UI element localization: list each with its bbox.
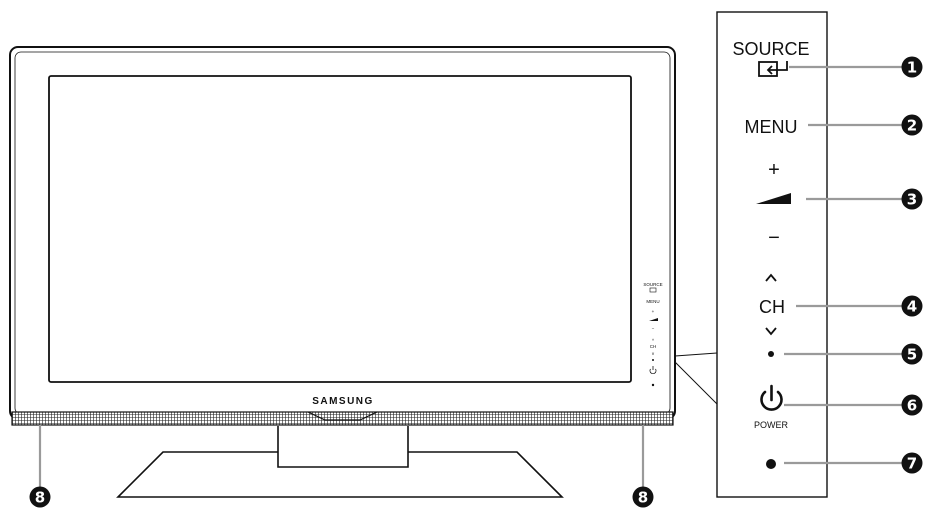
mini-menu-label: MENU [646, 299, 659, 304]
callout-5-number: 5 [907, 346, 917, 364]
mini-power-icon [649, 366, 657, 374]
callout-6: 6 [901, 394, 923, 416]
remote-sensor-dot [768, 351, 774, 357]
callout-7-number: 7 [907, 455, 917, 473]
callout-4: 4 [901, 295, 923, 317]
source-input-icon [758, 61, 788, 77]
callout-8-right: 8 [632, 486, 654, 508]
mini-source-label: SOURCE [643, 282, 662, 287]
power-indicator-led [766, 459, 776, 469]
chevron-down-icon [765, 327, 777, 336]
chevron-up-icon [765, 273, 777, 282]
callout-5: 5 [901, 343, 923, 365]
callout-1: 1 [901, 56, 923, 78]
mini-volume-icon [649, 318, 658, 321]
speaker-grille [11, 411, 674, 426]
callout-1-number: 1 [907, 59, 917, 77]
tv-stand [116, 426, 564, 498]
callout-2: 2 [901, 114, 923, 136]
mini-sensor-dot [652, 359, 654, 361]
callout-8-left: 8 [29, 486, 51, 508]
control-panel: SOURCE MENU + − CH POWER [716, 11, 828, 498]
callout-2-number: 2 [907, 117, 917, 135]
power-icon [760, 384, 783, 411]
mini-led-dot [651, 383, 655, 387]
callout-7: 7 [901, 452, 923, 474]
mini-plus-label: + [652, 309, 655, 314]
power-button-label: POWER [754, 420, 789, 430]
volume-plus-label: + [768, 159, 780, 181]
tv-side-controls: SOURCE MENU + − ^ CH v [643, 282, 663, 387]
callout-6-number: 6 [907, 397, 917, 415]
volume-minus-label: − [768, 227, 780, 249]
callout-8-right-number: 8 [638, 489, 648, 507]
mini-ch-label: CH [650, 344, 657, 349]
tv-body: SAMSUNG [9, 46, 676, 426]
menu-button-label: MENU [745, 117, 798, 137]
volume-wedge-icon [756, 193, 791, 204]
tv-screen [48, 75, 632, 383]
mini-down-label: v [652, 351, 655, 356]
brand-logo: SAMSUNG [312, 396, 374, 407]
control-panel-frame [716, 11, 828, 498]
callout-3-number: 3 [907, 191, 917, 209]
zoom-connector [674, 352, 718, 405]
mini-minus-label: − [652, 326, 655, 331]
source-button-label: SOURCE [732, 39, 809, 59]
channel-label: CH [759, 297, 785, 317]
stand-neck [277, 426, 409, 468]
callout-8-left-number: 8 [35, 489, 45, 507]
mini-source-icon [649, 287, 657, 293]
callout-3: 3 [901, 188, 923, 210]
mini-up-label: ^ [652, 338, 655, 343]
grille-center-notch [307, 411, 378, 421]
callout-4-number: 4 [907, 298, 917, 316]
callout-leaders [38, 65, 903, 487]
